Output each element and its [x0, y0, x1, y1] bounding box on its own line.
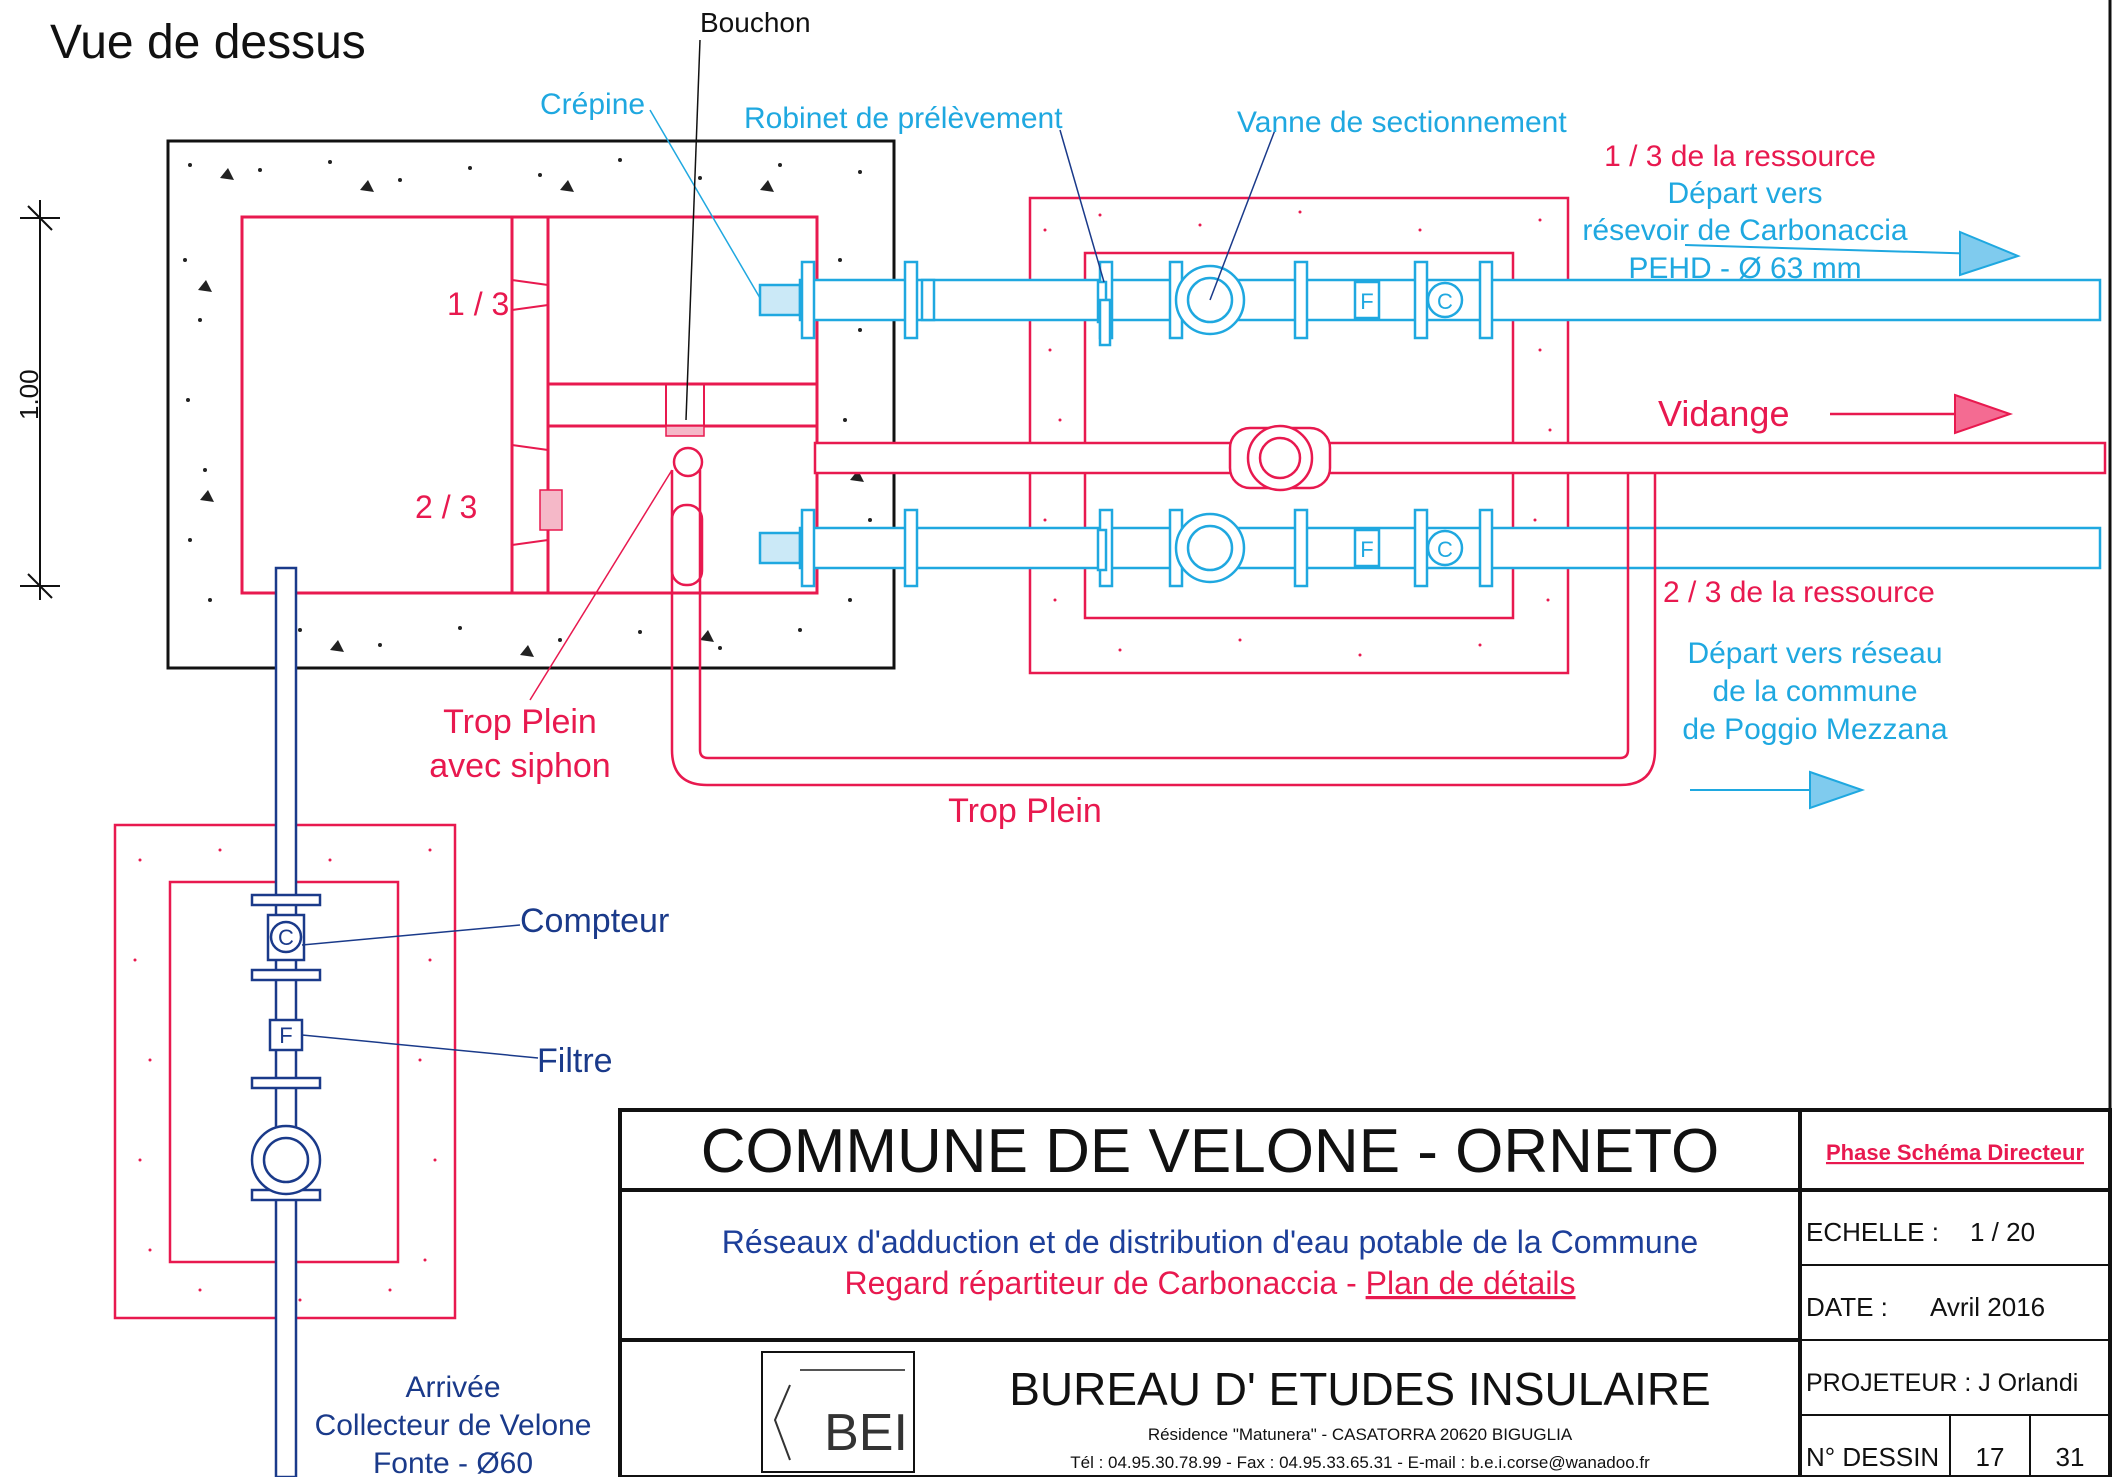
subtitle-line2-main: Regard répartiteur de Carbonaccia - — [844, 1265, 1365, 1301]
arrivee-line1: Arrivée — [405, 1371, 500, 1404]
projeteur-label: PROJETEUR : J Orlandi — [1806, 1369, 2078, 1397]
view-title: Vue de dessus — [50, 16, 366, 69]
resource1-line3: résevoir de Carbonaccia — [1582, 214, 1907, 247]
dimension-line — [20, 200, 60, 600]
logo — [773, 1369, 905, 1461]
counter-letter-upper: C — [1437, 289, 1453, 314]
title-block-frame — [618, 0, 2112, 1477]
subtitle-line1: Réseaux d'adduction et de distribution d… — [722, 1224, 1698, 1260]
trop-plein-siphon-line2: avec siphon — [429, 747, 610, 785]
commune-title: COMMUNE DE VELONE - ORNETO — [701, 1117, 1720, 1186]
subtitle-line2-link: Plan de détails — [1366, 1265, 1576, 1301]
company-contact: Tél : 04.95.30.78.99 - Fax : 04.95.33.65… — [1070, 1453, 1650, 1472]
depart-line1: Départ vers réseau — [1687, 637, 1942, 670]
logo-text: BEI — [824, 1404, 908, 1462]
vanne-label: Vanne de sectionnement — [1237, 106, 1567, 139]
dessin-total: 31 — [2056, 1442, 2085, 1472]
trop-plein-label: Trop Plein — [948, 792, 1102, 830]
resource1-line2: Départ vers — [1667, 177, 1822, 210]
lower-pipeline — [758, 508, 2102, 588]
date-value: Avril 2016 — [1930, 1292, 2045, 1322]
concrete-hatch — [183, 158, 874, 657]
trop-plein-siphon-line1: Trop Plein — [443, 703, 597, 741]
date-label: DATE : — [1806, 1292, 1888, 1322]
inlet-pipeline — [250, 566, 322, 1477]
company-address: Résidence "Matunera" - CASATORRA 20620 B… — [1148, 1425, 1573, 1444]
arrivee-line3: Fonte - Ø60 — [373, 1447, 533, 1477]
one-third-label: 1 / 3 — [447, 286, 509, 322]
resource1-line4: PEHD - Ø 63 mm — [1628, 252, 1861, 285]
overflow-pipeline — [670, 446, 1657, 787]
depart-line2: de la commune — [1712, 675, 1917, 708]
depart-line3: de Poggio Mezzana — [1682, 713, 1947, 746]
resource1-line1: 1 / 3 de la ressource — [1604, 140, 1876, 173]
vidange-label: Vidange — [1658, 393, 1789, 434]
bouchon-label: Bouchon — [700, 7, 811, 38]
resource2-line1: 2 / 3 de la ressource — [1663, 576, 1935, 609]
dessin-label: N° DESSIN — [1806, 1442, 1939, 1472]
vidange-pipeline — [813, 424, 2107, 492]
title-block: COMMUNE DE VELONE - ORNETO Phase Schéma … — [701, 1117, 2085, 1472]
leader-lines — [301, 39, 1276, 1059]
company-name: BUREAU D' ETUDES INSULAIRE — [1009, 1363, 1710, 1415]
two-thirds-label: 2 / 3 — [415, 489, 477, 525]
subtitle-line2: Regard répartiteur de Carbonaccia - Plan… — [844, 1265, 1575, 1301]
compteur-label: Compteur — [520, 902, 669, 940]
counter-letter-lower: C — [1437, 537, 1453, 562]
filter-letter-lower: F — [1360, 537, 1373, 562]
labels: Vue de dessus 1.00 Bouchon Crépine Robin… — [14, 7, 1948, 1477]
filter-letter-upper: F — [1360, 289, 1373, 314]
arrivee-line2: Collecteur de Velone — [315, 1409, 592, 1442]
phase-label: Phase Schéma Directeur — [1826, 1140, 2084, 1165]
filter-letter-inlet: F — [279, 1023, 292, 1048]
dimension-label: 1.00 — [14, 369, 44, 420]
robinet-label: Robinet de prélèvement — [744, 102, 1063, 135]
crepine-label: Crépine — [540, 88, 645, 121]
dessin-number: 17 — [1976, 1442, 2005, 1472]
counter-letter-inlet: C — [278, 925, 294, 950]
echelle-label: ECHELLE : — [1806, 1217, 1939, 1247]
echelle-value: 1 / 20 — [1970, 1217, 2035, 1247]
filtre-label: Filtre — [537, 1042, 613, 1080]
arrows — [1684, 230, 2021, 810]
